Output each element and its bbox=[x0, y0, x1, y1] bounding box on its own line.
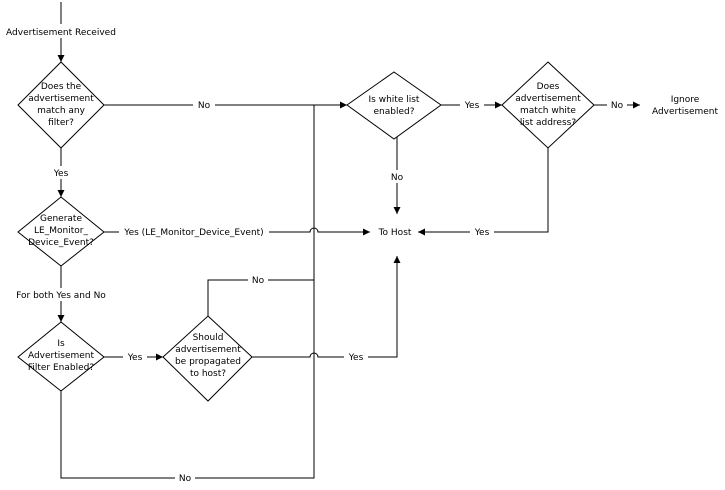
decision-match-filter: Does the advertisement match any filter? bbox=[17, 61, 105, 149]
svg-text:advertisement: advertisement bbox=[175, 345, 241, 355]
svg-text:advertisement: advertisement bbox=[28, 94, 94, 104]
edge-label-white-list-yes: Yes bbox=[464, 101, 480, 111]
edge-propagate-yes bbox=[252, 256, 401, 358]
svg-text:Device_Event?: Device_Event? bbox=[28, 238, 94, 248]
svg-text:Does the: Does the bbox=[41, 82, 82, 92]
edge-label-propagate-yes: Yes bbox=[348, 353, 364, 363]
svg-text:Filter Enabled?: Filter Enabled? bbox=[28, 363, 95, 373]
svg-text:Should: Should bbox=[193, 333, 224, 343]
edge-label-filter-enabled-no: No bbox=[179, 474, 192, 484]
edge-label-filter-enabled-yes: Yes bbox=[127, 353, 143, 363]
svg-text:Is white list: Is white list bbox=[369, 95, 420, 105]
to-host-label: To Host bbox=[378, 228, 412, 238]
svg-text:LE_Monitor_: LE_Monitor_ bbox=[34, 226, 88, 236]
decision-should-propagate: Should advertisement be propagated to ho… bbox=[162, 315, 253, 402]
start-label: Advertisement Received bbox=[6, 28, 116, 38]
ignore-advertisement-label: Ignore Advertisement bbox=[652, 95, 719, 117]
svg-text:to host?: to host? bbox=[190, 369, 226, 379]
decision-filter-enabled: Is Advertisement Filter Enabled? bbox=[17, 321, 105, 392]
svg-text:match any: match any bbox=[37, 106, 86, 116]
svg-text:Ignore: Ignore bbox=[671, 95, 700, 105]
svg-text:match white: match white bbox=[520, 106, 576, 116]
svg-text:Does: Does bbox=[537, 82, 560, 92]
svg-text:Advertisement: Advertisement bbox=[28, 351, 95, 361]
edge-label-match-yes: Yes bbox=[53, 169, 69, 179]
decision-generate-event: Generate LE_Monitor_ Device_Event? bbox=[17, 196, 105, 267]
svg-text:be propagated: be propagated bbox=[175, 357, 241, 367]
svg-text:Generate: Generate bbox=[40, 214, 82, 224]
edge-label-white-match-no: No bbox=[611, 101, 624, 111]
svg-text:Is: Is bbox=[57, 339, 65, 349]
edge-label-match-no: No bbox=[198, 101, 211, 111]
decision-white-list-enabled: Is white list enabled? bbox=[346, 71, 442, 140]
edge-label-white-match-yes: Yes bbox=[474, 228, 490, 238]
edge-white-match-yes bbox=[418, 148, 549, 236]
edge-label-generate-yes: Yes (LE_Monitor_Device_Event) bbox=[123, 228, 263, 238]
decision-match-white-list: Does advertisement match white list addr… bbox=[501, 61, 595, 149]
svg-text:advertisement: advertisement bbox=[515, 94, 581, 104]
edge-label-propagate-no: No bbox=[252, 276, 265, 286]
edge-label-white-list-no: No bbox=[391, 173, 404, 183]
svg-text:enabled?: enabled? bbox=[374, 107, 415, 117]
svg-text:filter?: filter? bbox=[48, 118, 74, 128]
svg-text:Advertisement: Advertisement bbox=[652, 107, 719, 117]
svg-text:list address?: list address? bbox=[520, 118, 576, 128]
edge-label-generate-both: For both Yes and No bbox=[16, 291, 106, 301]
edge-propagate-no bbox=[207, 279, 314, 316]
